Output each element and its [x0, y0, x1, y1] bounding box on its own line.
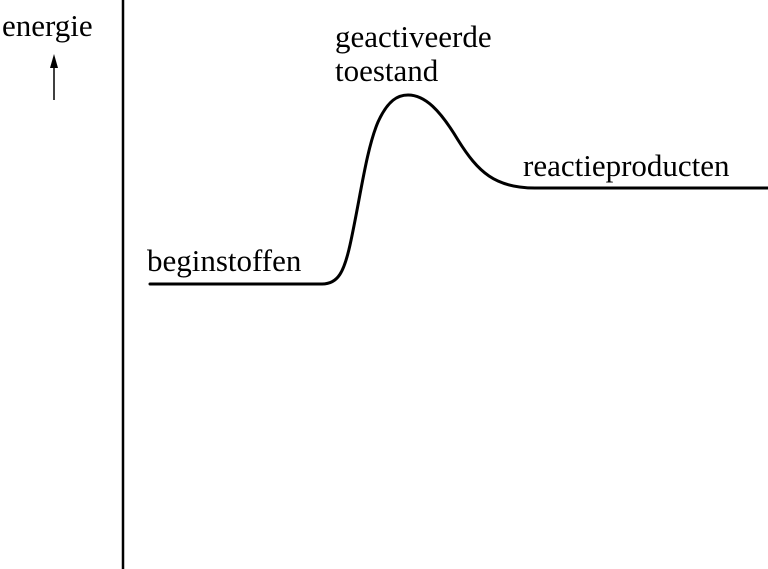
activated-state-label-line1: geactiveerde: [335, 19, 492, 54]
products-label: reactieproducten: [523, 148, 730, 183]
energy-axis-label: energie: [2, 8, 93, 43]
activated-state-label: geactiveerde toestand: [335, 20, 492, 88]
reactants-label: beginstoffen: [147, 243, 302, 278]
arrow-up-icon: [50, 54, 58, 100]
activated-state-label-line2: toestand: [335, 53, 439, 88]
reaction-energy-curve: [148, 93, 768, 286]
